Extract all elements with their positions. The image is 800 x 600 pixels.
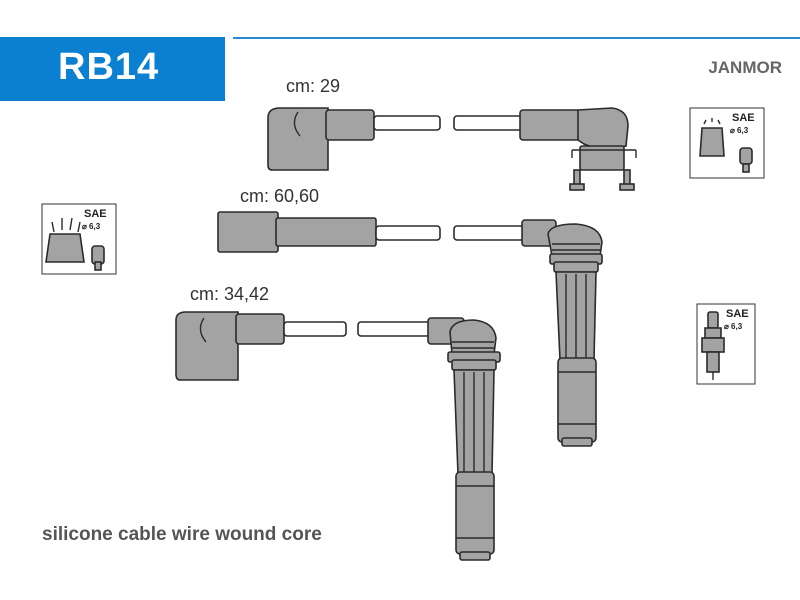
brand-name: JANMOR xyxy=(708,58,782,77)
header-rule xyxy=(233,37,800,39)
product-description: silicone cable wire wound core xyxy=(42,524,322,545)
distributor-cap-icon-2 xyxy=(41,203,117,275)
spark-plug-icon xyxy=(696,303,756,385)
part-code: RB14 xyxy=(58,46,160,88)
part-code-badge xyxy=(0,37,225,101)
sae-diameter-3: ⌀ 6,3 xyxy=(724,322,743,331)
sae-diameter-2: ⌀ 6,3 xyxy=(82,222,101,231)
sae-label-3: SAE xyxy=(726,308,749,320)
cable-2-length: cm: 60,60 xyxy=(240,186,320,206)
sae-diameter-1: ⌀ 6,3 xyxy=(730,126,749,135)
cable-1-length: cm: 29 xyxy=(286,76,341,96)
cable-3-length: cm: 34,42 xyxy=(190,284,270,304)
sae-label-1: SAE xyxy=(732,112,755,124)
cable-2 xyxy=(217,211,603,447)
distributor-cap-icon xyxy=(689,107,765,179)
cable-1 xyxy=(267,107,637,191)
sae-label-2: SAE xyxy=(84,208,107,220)
cable-3 xyxy=(175,311,501,561)
